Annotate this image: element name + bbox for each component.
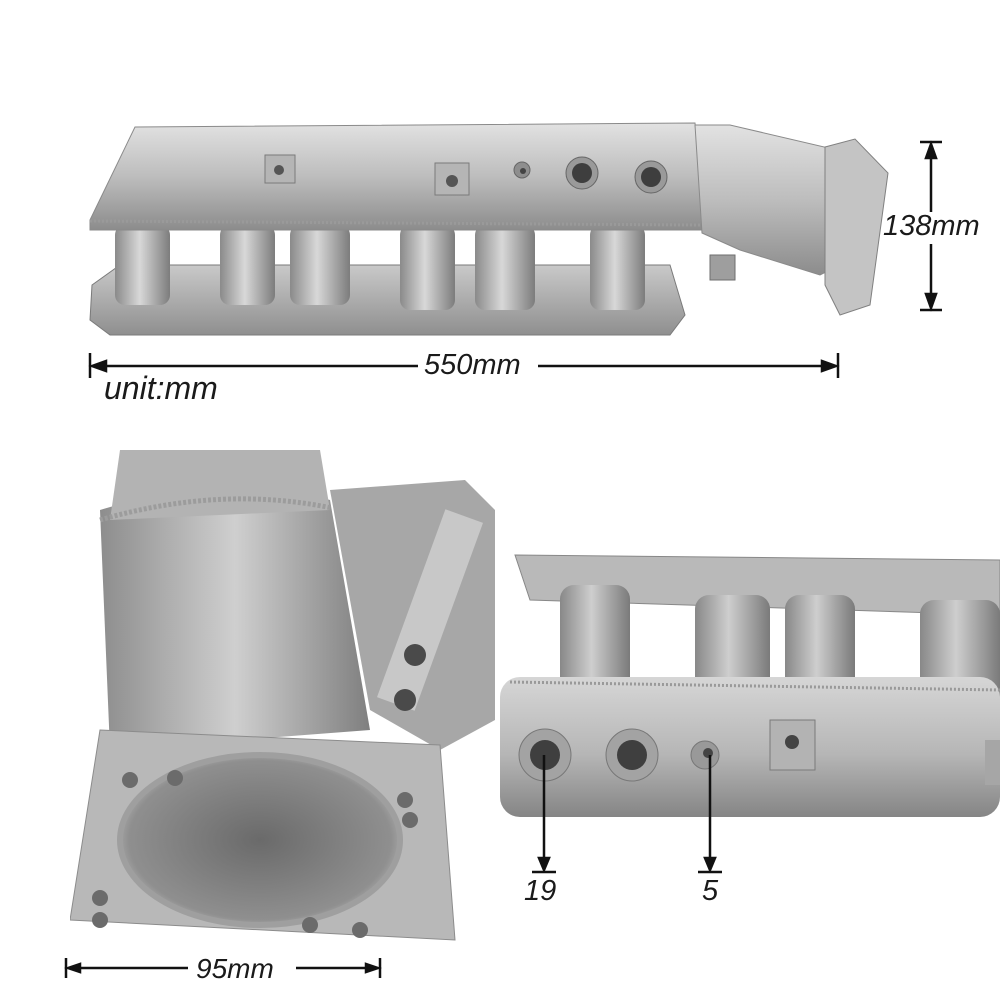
length-dimension-label: 550mm <box>420 351 525 380</box>
plenum-side-ports <box>518 719 1000 785</box>
throttle-flange <box>824 138 889 316</box>
plenum-ports-photo <box>500 545 1000 825</box>
port-5-label: 5 <box>702 875 719 907</box>
manifold-overview-photo <box>80 115 900 355</box>
height-dimension-label: 138mm <box>883 210 980 242</box>
throttle-flange-drawing <box>70 450 495 955</box>
throttle-flange-photo <box>70 450 495 955</box>
flange-width-label: 95mm <box>193 955 277 983</box>
flange-bolt-holes <box>92 770 418 938</box>
plenum-ports-drawing <box>500 554 1000 817</box>
manifold-overview-drawing <box>89 122 889 336</box>
port-19-label: 19 <box>524 875 557 907</box>
head-flange-rear <box>514 554 1000 616</box>
unit-label: unit:mm <box>104 370 218 406</box>
intake-tube <box>100 487 370 750</box>
plenum-rear <box>500 677 1000 817</box>
plenum-ports <box>264 154 668 196</box>
runners <box>115 225 645 310</box>
flange-bore <box>117 752 403 928</box>
